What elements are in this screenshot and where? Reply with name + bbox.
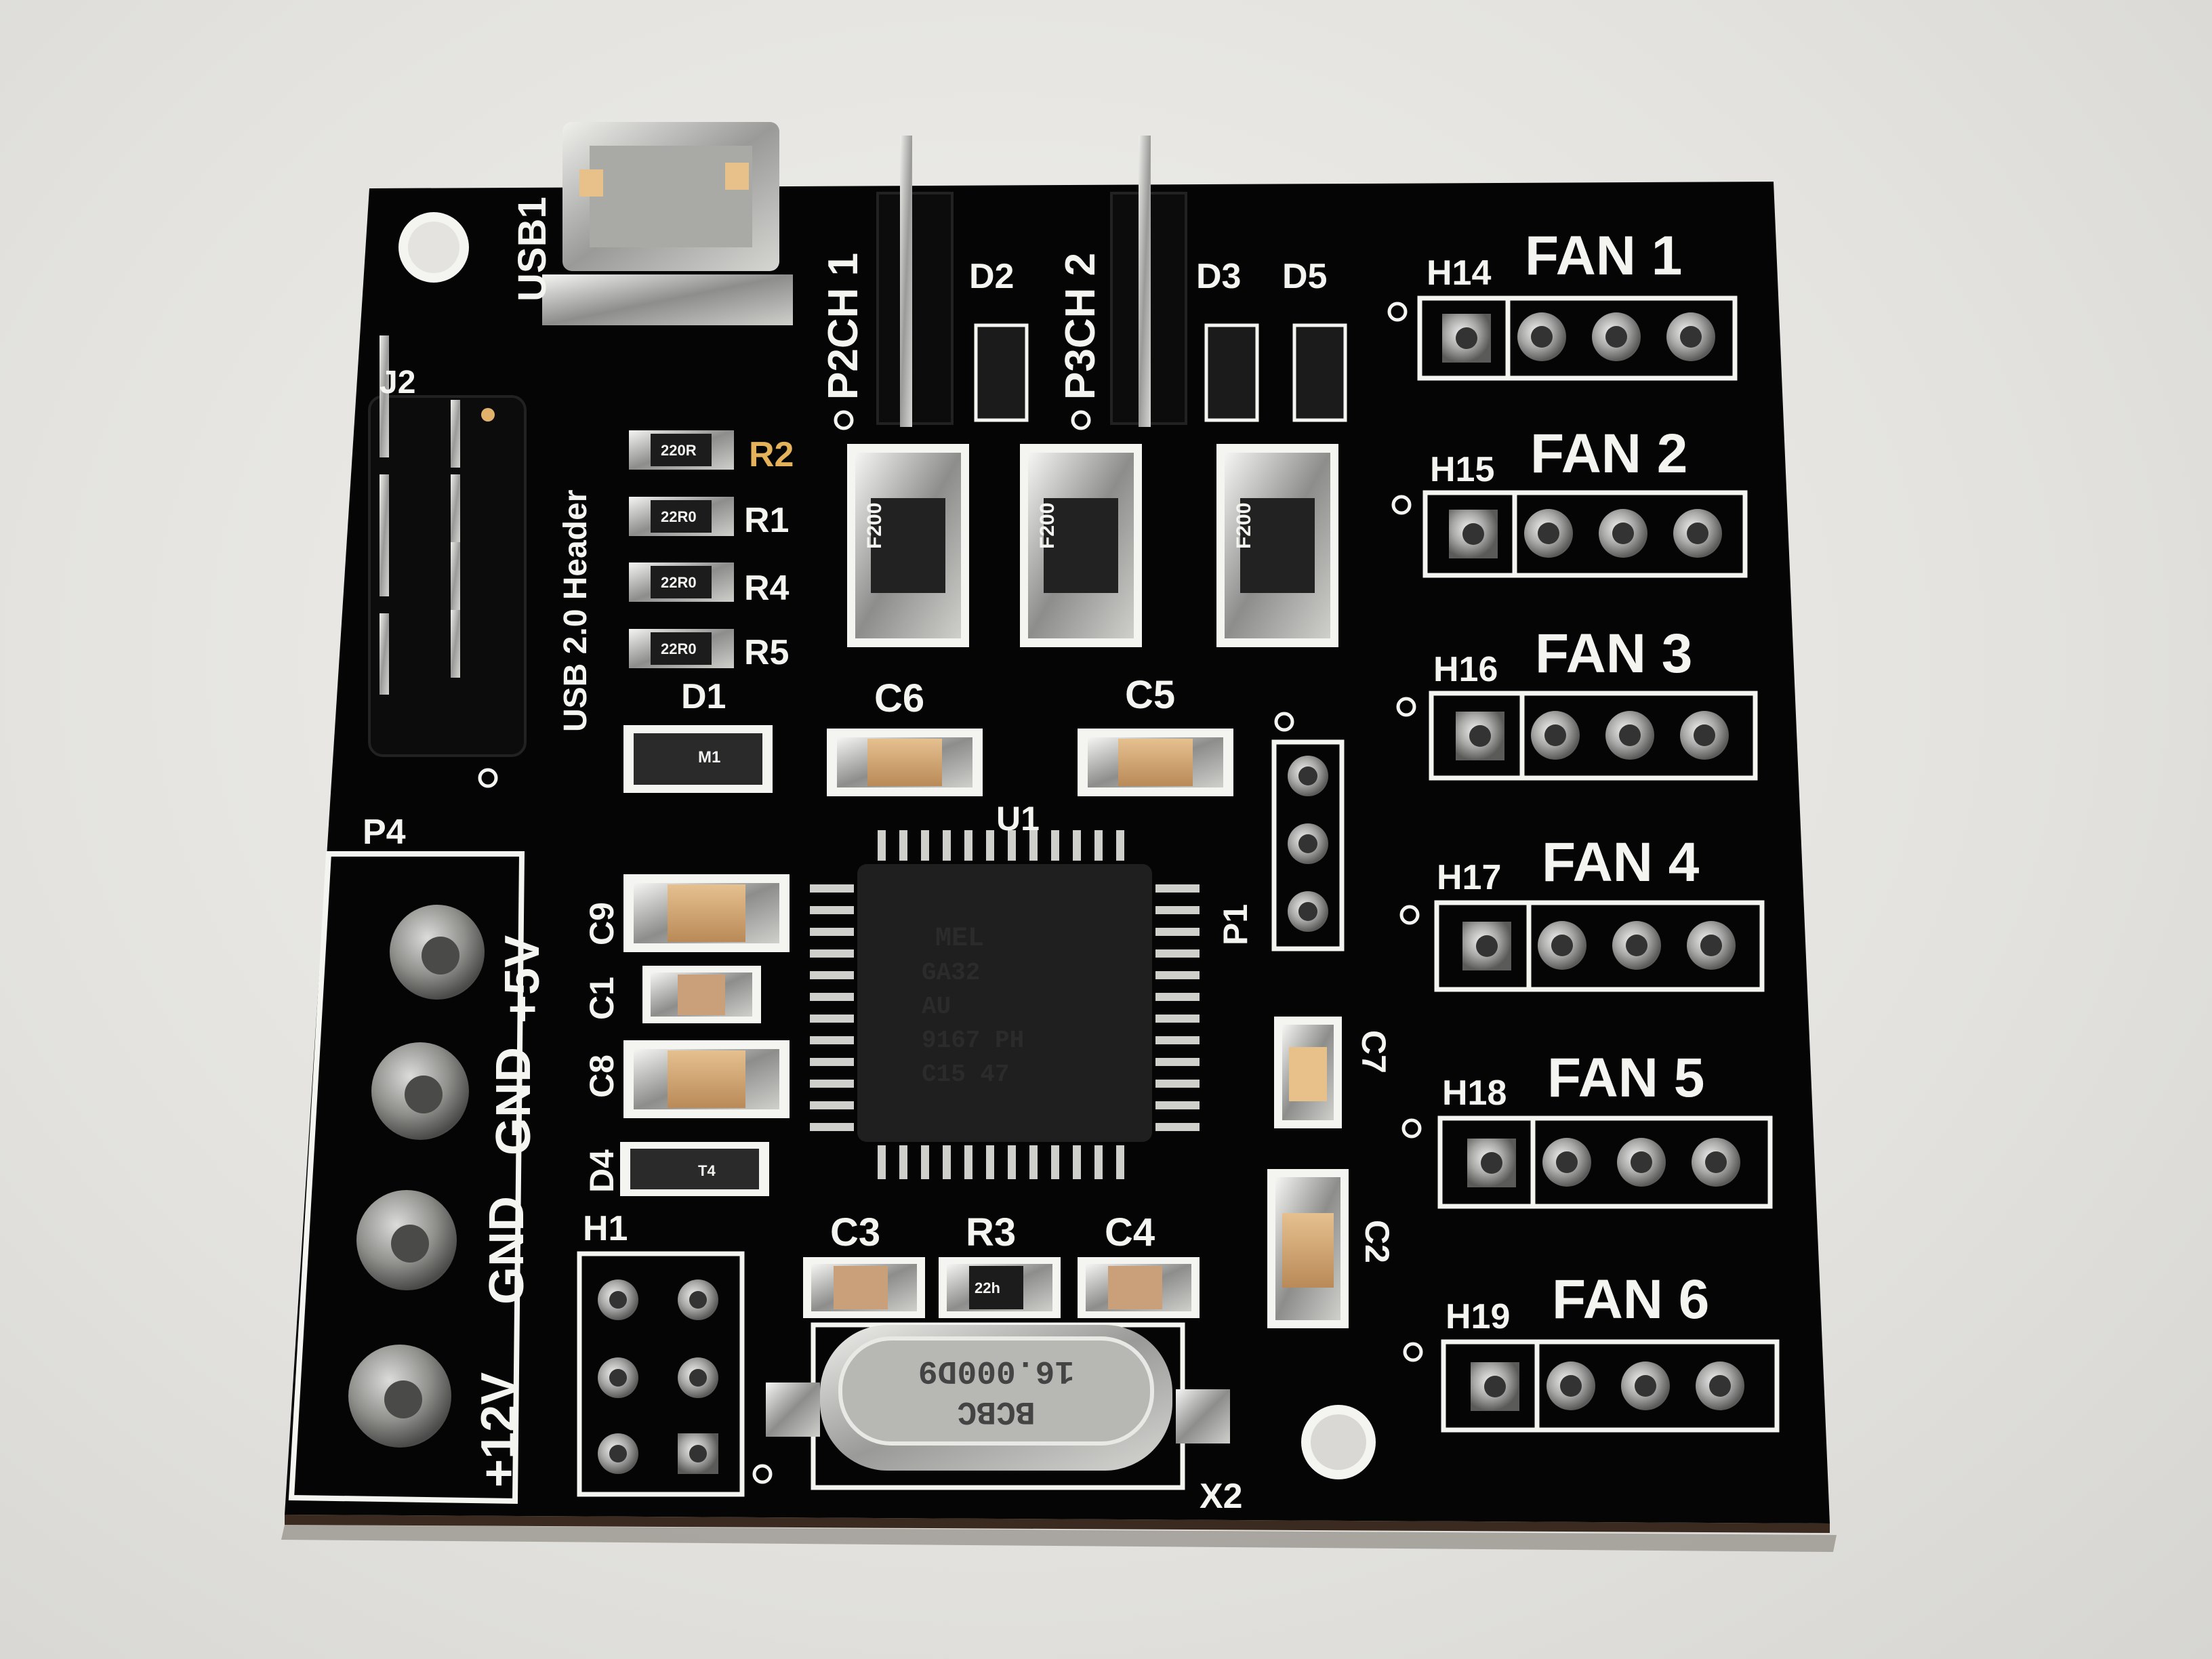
board-shadow: [281, 1525, 1837, 1552]
chip-line-2: GA32: [922, 959, 980, 987]
caps-c3-r3-c4: [803, 1257, 1200, 1318]
power-diodes: [847, 444, 1338, 647]
d2-label: D2: [969, 257, 1014, 296]
d4-mark: T4: [698, 1162, 716, 1179]
crystal-line2: BCBC: [957, 1393, 1035, 1429]
small-diodes: [974, 323, 1347, 422]
r4-label: R4: [744, 569, 790, 608]
fan3-name-label: FAN 3: [1535, 623, 1692, 684]
c9-label: C9: [583, 902, 621, 945]
plus5v-label: +5V: [495, 935, 550, 1023]
r1-mark: 22R0: [661, 508, 697, 525]
usb-connector: [542, 122, 793, 325]
r2-label: R2: [749, 435, 794, 474]
c6-label: C6: [874, 676, 924, 720]
diode1-mark: F200: [863, 503, 886, 549]
p2ch1-label: P2CH 1: [820, 253, 867, 400]
chip-line-3: AU: [922, 993, 951, 1021]
usb-header-label: USB 2.0 Header: [558, 490, 594, 733]
diode2-mark: F200: [1036, 503, 1059, 549]
usb-pin-header: [368, 335, 527, 757]
p1-label: P1: [1216, 904, 1254, 945]
crystal-line1: 16.000D9: [918, 1352, 1074, 1389]
d1-diode: [634, 733, 762, 785]
p4-power-terminal: [288, 851, 525, 1504]
x2-label: X2: [1200, 1477, 1243, 1516]
fan5-name-label: FAN 5: [1547, 1047, 1704, 1109]
r3-label: R3: [966, 1210, 1016, 1254]
c3-label: C3: [830, 1210, 880, 1254]
caps-c7-c2: [1267, 1017, 1349, 1328]
u1-label: U1: [996, 800, 1040, 838]
fan2-header-label: H15: [1430, 450, 1494, 489]
p1-header: [1271, 712, 1345, 951]
usb1-label: USB1: [510, 197, 554, 302]
d5-label: D5: [1282, 257, 1327, 296]
d1-mark: M1: [698, 748, 720, 766]
c2-label: C2: [1358, 1220, 1396, 1263]
gnd-label-1: GND: [487, 1047, 541, 1155]
c8-label: C8: [583, 1054, 621, 1098]
chip-line-1: MEL: [935, 924, 984, 954]
h1-label: H1: [583, 1209, 628, 1248]
fan1-header-label: H14: [1427, 253, 1491, 293]
fan-headers: [1387, 295, 1780, 1433]
c4-label: C4: [1105, 1210, 1155, 1254]
fan4-name-label: FAN 4: [1542, 832, 1700, 893]
p3ch2-label: P3CH 2: [1057, 253, 1104, 400]
chip-line-5: C15 47: [922, 1061, 1010, 1088]
d4-diode: [630, 1149, 759, 1189]
plus12v-label: +12V: [472, 1372, 526, 1488]
j2-label: J2: [380, 365, 415, 401]
r5-label: R5: [744, 633, 789, 672]
c1-label: C1: [583, 977, 621, 1020]
microcontroller-chip: MEL GA32 AU 9167 PH C15 47: [810, 830, 1200, 1179]
fan1-name-label: FAN 1: [1525, 225, 1682, 287]
fan5-header-label: H18: [1442, 1073, 1507, 1113]
resistor-array: [629, 430, 734, 668]
caps-c6-c5: [827, 729, 1233, 796]
fan3-header-label: H16: [1433, 650, 1498, 689]
board-edge: [285, 1515, 1830, 1533]
diode3-mark: F200: [1233, 503, 1255, 549]
r2-mark: 220R: [661, 442, 697, 459]
fan4-header-label: H17: [1437, 858, 1501, 897]
c5-label: C5: [1125, 673, 1175, 717]
h1-header: [577, 1251, 773, 1497]
r1-label: R1: [744, 501, 789, 540]
fan6-header-label: H19: [1446, 1297, 1510, 1336]
chip-line-4: 9167 PH: [922, 1027, 1024, 1054]
r3-mark: 22h: [975, 1279, 1000, 1296]
r4-mark: 22R0: [661, 574, 697, 591]
channel-headers: [876, 136, 1187, 427]
caps-c9-c1-c8: [623, 874, 790, 1118]
p4-label: P4: [363, 813, 406, 852]
crystal-oscillator: 16.000D9 BCBC: [766, 1322, 1230, 1490]
d4-label: D4: [583, 1149, 621, 1193]
d3-label: D3: [1196, 257, 1241, 296]
d1-label: D1: [681, 677, 726, 716]
fan6-name-label: FAN 6: [1552, 1269, 1709, 1330]
c7-label: C7: [1355, 1030, 1393, 1073]
fan2-name-label: FAN 2: [1530, 423, 1687, 485]
gnd-label-2: GND: [480, 1196, 534, 1305]
r5-mark: 22R0: [661, 640, 697, 657]
